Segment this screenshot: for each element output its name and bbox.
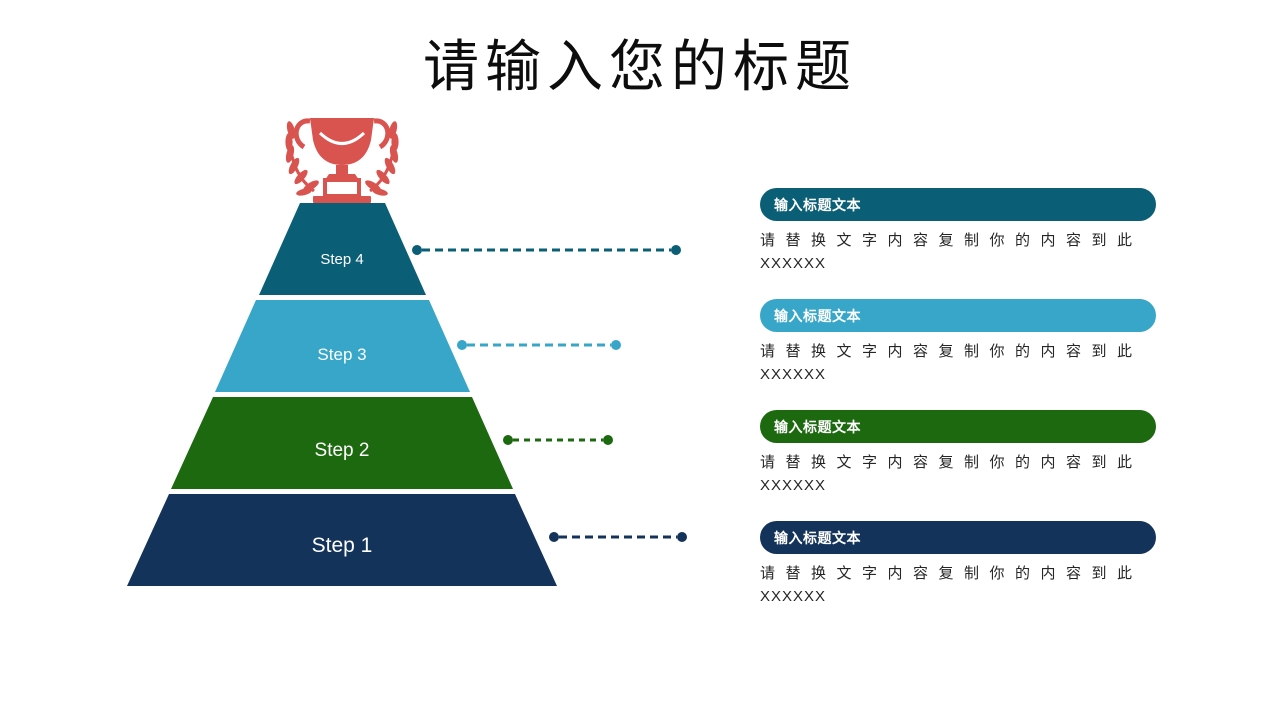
step2-label: Step 2 [315,440,370,461]
callout-body-line2: XXXXXX [760,588,827,606]
callout-title-pill: 输入标题文本 [760,188,1156,221]
connector-step4 [412,245,681,255]
callout-body: 请 替 换 文 字 内 容 复 制 你 的 内 容 到 此 XXXXXX [760,341,1132,386]
callout-title-pill: 输入标题文本 [760,299,1156,332]
callout-title-pill: 输入标题文本 [760,410,1156,443]
pyramid-level-step1 [127,494,557,586]
callout-title: 输入标题文本 [774,307,861,324]
step3-label: Step 3 [317,345,366,364]
laurel-left-branch [285,121,319,196]
callout-body-line2: XXXXXX [760,366,827,384]
callout-title: 输入标题文本 [774,418,861,435]
callout-body-line1: 请 替 换 文 字 内 容 复 制 你 的 内 容 到 此 [760,565,1132,582]
callout-body: 请 替 换 文 字 内 容 复 制 你 的 内 容 到 此 XXXXXX [760,452,1132,497]
laurel-right-branch [365,121,399,196]
pyramid-level-step2 [171,397,513,489]
callout-step2: 输入标题文本 请 替 换 文 字 内 容 复 制 你 的 内 容 到 此 XXX… [760,410,1156,497]
trophy-cup [293,118,391,203]
callout-body-line2: XXXXXX [760,255,827,273]
slide-title: 请输入您的标题 [423,37,857,99]
callout-step4: 输入标题文本 请 替 换 文 字 内 容 复 制 你 的 内 容 到 此 XXX… [760,188,1156,275]
callout-step3: 输入标题文本 请 替 换 文 字 内 容 复 制 你 的 内 容 到 此 XXX… [760,299,1156,386]
connector-step1 [549,532,687,542]
callout-body-line1: 请 替 换 文 字 内 容 复 制 你 的 内 容 到 此 [760,232,1132,249]
callout-title: 输入标题文本 [774,529,861,546]
callout-body-line2: XXXXXX [760,477,827,495]
step4-label: Step 4 [320,251,363,268]
callout-body-line1: 请 替 换 文 字 内 容 复 制 你 的 内 容 到 此 [760,454,1132,471]
callout-body: 请 替 换 文 字 内 容 复 制 你 的 内 容 到 此 XXXXXX [760,230,1132,275]
callout-body: 请 替 换 文 字 内 容 复 制 你 的 内 容 到 此 XXXXXX [760,563,1132,608]
callout-body-line1: 请 替 换 文 字 内 容 复 制 你 的 内 容 到 此 [760,343,1132,360]
callout-title-pill: 输入标题文本 [760,521,1156,554]
pyramid-level-step4 [259,203,426,295]
step1-label: Step 1 [312,534,373,557]
connector-step3 [457,340,621,350]
callout-step1: 输入标题文本 请 替 换 文 字 内 容 复 制 你 的 内 容 到 此 XXX… [760,521,1156,608]
trophy-with-laurel-icon [285,118,399,203]
pyramid-level-step3 [215,300,470,392]
connector-step2 [503,435,613,445]
callout-title: 输入标题文本 [774,196,861,213]
